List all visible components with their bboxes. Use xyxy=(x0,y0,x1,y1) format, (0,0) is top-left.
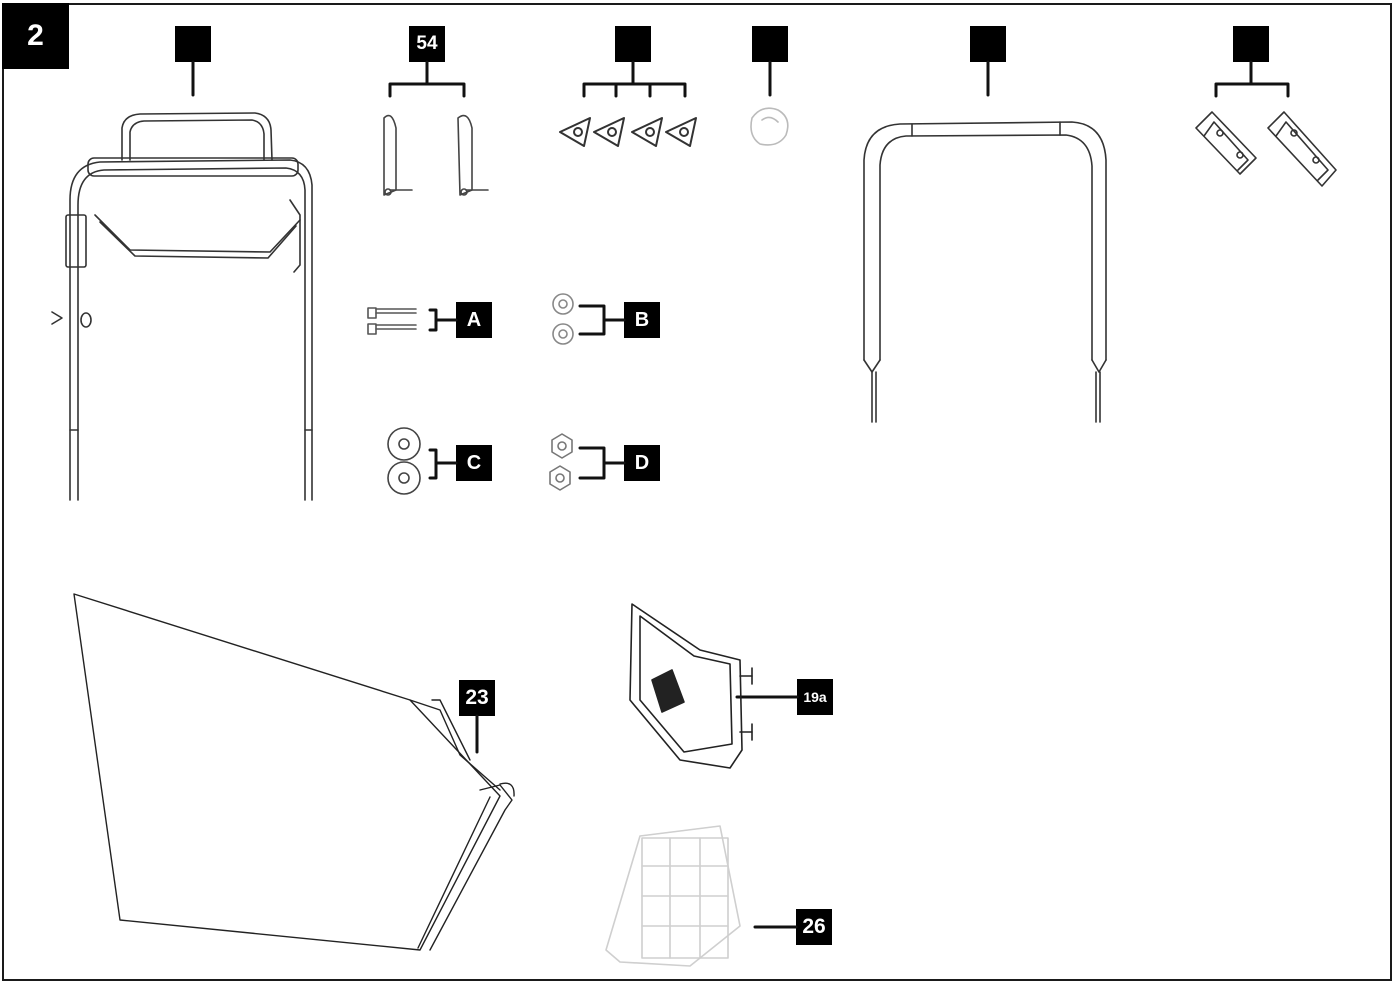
bolts-drawing xyxy=(368,308,416,334)
label-grass-bag: 23 xyxy=(459,680,495,716)
label-small-washers: B xyxy=(624,302,660,338)
label-nuts: D xyxy=(624,445,660,481)
label-deflector: 19a xyxy=(797,679,833,715)
label-large-washers: C xyxy=(456,445,492,481)
deflector-drawing xyxy=(630,604,752,768)
label-star-knobs xyxy=(615,26,651,62)
label-bolts: A xyxy=(456,302,492,338)
brackets-drawing xyxy=(1196,112,1336,186)
levers-drawing xyxy=(384,116,488,195)
figure-frame xyxy=(2,3,1392,981)
label-cable-clip xyxy=(752,26,788,62)
star-knobs-drawing xyxy=(560,118,696,146)
label-upper-handle xyxy=(970,26,1006,62)
bag-frame-drawing xyxy=(606,826,740,966)
grass-bag-drawing xyxy=(74,594,514,950)
label-levers: 54 xyxy=(409,26,445,62)
label-brackets xyxy=(1233,26,1269,62)
large-washers-drawing xyxy=(388,428,420,494)
leader-lines xyxy=(193,62,1288,927)
figure-number-badge: 2 xyxy=(2,3,69,69)
small-washers-drawing xyxy=(553,294,573,344)
cable-clip-drawing xyxy=(751,108,788,145)
lower-handle-drawing xyxy=(52,113,312,500)
label-lower-handle xyxy=(175,26,211,62)
label-bag-frame: 26 xyxy=(796,909,832,945)
upper-handle-drawing xyxy=(864,122,1106,422)
nuts-drawing xyxy=(550,434,572,490)
